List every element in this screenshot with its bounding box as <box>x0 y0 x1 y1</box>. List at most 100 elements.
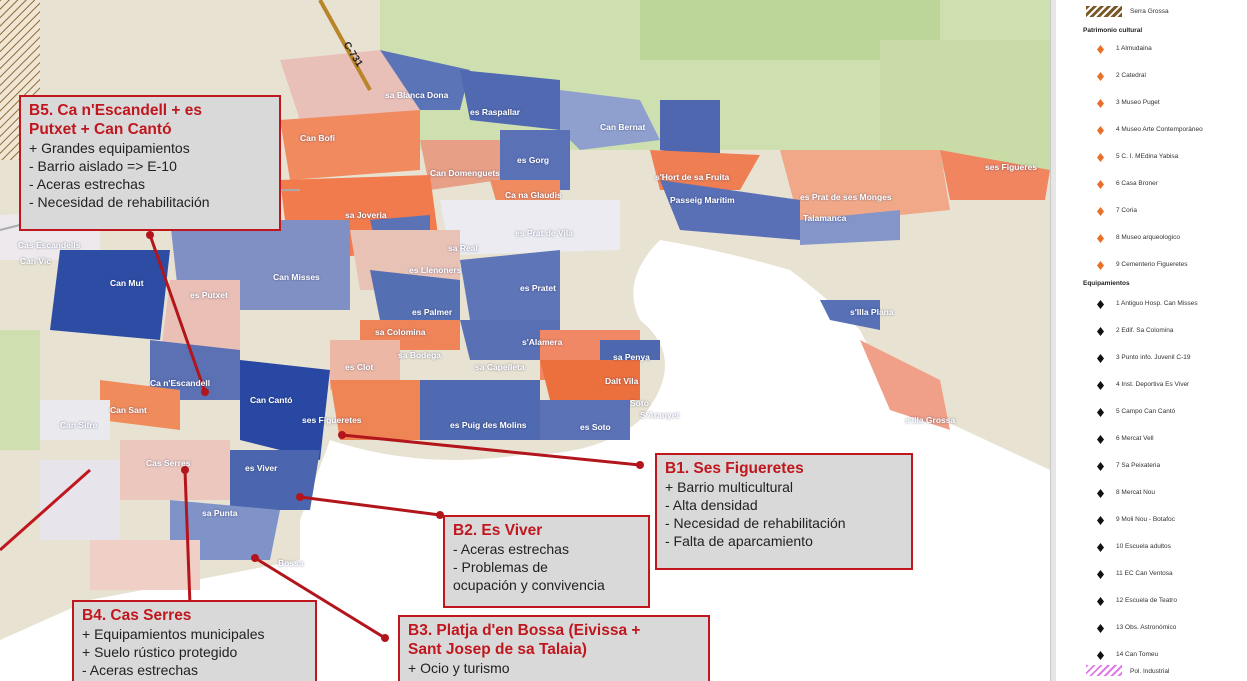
legend-item-label: 9 Cementerio Figueretes <box>1116 261 1188 268</box>
legend-item: 8 Mercat Nou <box>1056 486 1247 500</box>
legend-item: 6 Mercat Vell <box>1056 432 1247 446</box>
legend-item: 14 Can Tomeu <box>1056 648 1247 662</box>
legend-item: 8 Museo arqueologico <box>1056 231 1247 245</box>
legend-item-label: 4 Inst. Deportiva Es Viver <box>1116 381 1190 388</box>
equipamiento-marker-icon <box>1097 570 1104 579</box>
legend-item: 3 Museo Puget <box>1056 96 1247 110</box>
patrimonio-marker-icon <box>1097 180 1104 189</box>
legend-item: 12 Escuela de Teatro <box>1056 594 1247 608</box>
legend-item-label: 14 Can Tomeu <box>1116 651 1159 658</box>
equipamiento-marker-icon <box>1097 435 1104 444</box>
legend-item-label: 8 Mercat Nou <box>1116 489 1156 496</box>
legend-item-label: 3 Punto info. Juvenil C-19 <box>1116 354 1191 361</box>
legend-item: 10 Escuela adultos <box>1056 540 1247 554</box>
legend-item-label: 3 Museo Puget <box>1116 99 1160 106</box>
legend-panel: Serra Grossa Patrimonio cultural 1 Almud… <box>1056 0 1247 681</box>
callout-b3-title-2: Sant Josep de sa Talaia) <box>408 641 587 658</box>
equipamiento-marker-icon <box>1097 489 1104 498</box>
legend-item-label: 2 Edif. Sa Colomina <box>1116 327 1174 334</box>
legend-item: 6 Casa Broner <box>1056 177 1247 191</box>
legend-item-label: 6 Casa Broner <box>1116 180 1158 187</box>
legend-item: 5 C. I. MEdina Yabisa <box>1056 150 1247 164</box>
callout-b4-title: B4. Cas Serres <box>82 607 192 624</box>
legend-item: 13 Obs. Astronómico <box>1056 621 1247 635</box>
equipamiento-marker-icon <box>1097 597 1104 606</box>
equipamiento-marker-icon <box>1097 543 1104 552</box>
legend-item: 1 Antiguo Hosp. Can Misses <box>1056 297 1247 311</box>
pol-industrial-swatch <box>1086 665 1122 676</box>
patrimonio-marker-icon <box>1097 153 1104 162</box>
callout-b3-title-1: B3. Platja d'en Bossa (Eivissa + <box>408 622 641 639</box>
callout-b5-item: - Necesidad de rehabilitación <box>29 194 210 210</box>
callout-b4-item: + Equipamientos municipales <box>82 626 265 642</box>
legend-item-label: 7 Coria <box>1116 207 1137 214</box>
legend-item: 7 Sa Peixateria <box>1056 459 1247 473</box>
callout-b5-item: + Grandes equipamientos <box>29 140 190 156</box>
serra-grossa-swatch <box>1086 6 1122 17</box>
legend-item: 5 Campo Can Cantó <box>1056 405 1247 419</box>
legend-item-label: 10 Escuela adultos <box>1116 543 1171 550</box>
patrimonio-marker-icon <box>1097 45 1104 54</box>
equipamiento-marker-icon <box>1097 408 1104 417</box>
legend-bottom-item: Pol. Industrial <box>1130 668 1170 675</box>
equipamiento-marker-icon <box>1097 516 1104 525</box>
panel-divider[interactable] <box>1050 0 1056 681</box>
basemap <box>0 0 1050 681</box>
equipamiento-marker-icon <box>1097 354 1104 363</box>
legend-item-label: 4 Museo Arte Contemporáneo <box>1116 126 1203 133</box>
legend-item: 4 Inst. Deportiva Es Viver <box>1056 378 1247 392</box>
equipamiento-marker-icon <box>1097 327 1104 336</box>
callout-b4: B4. Cas Serres + Equipamientos municipal… <box>72 600 317 681</box>
callout-b2-item: - Problemas de <box>453 559 548 575</box>
callout-b5-item: - Barrio aislado => E-10 <box>29 158 177 174</box>
callout-b2-item: ocupación y convivencia <box>453 577 605 593</box>
patrimonio-marker-icon <box>1097 72 1104 81</box>
callout-b5-title-2: Putxet + Can Cantó <box>29 121 172 138</box>
callout-b1-item: - Falta de aparcamiento <box>665 533 813 549</box>
legend-item: 2 Catedral <box>1056 69 1247 83</box>
legend-item-label: 1 Antiguo Hosp. Can Misses <box>1116 300 1198 307</box>
callout-b2-item: - Aceras estrechas <box>453 541 569 557</box>
callout-b3: B3. Platja d'en Bossa (Eivissa + Sant Jo… <box>398 615 710 681</box>
callout-b1-title: B1. Ses Figueretes <box>665 460 804 477</box>
callout-b1-item: - Alta densidad <box>665 497 758 513</box>
legend-item-label: 6 Mercat Vell <box>1116 435 1154 442</box>
legend-top-item: Serra Grossa <box>1130 8 1169 15</box>
legend-item-label: 1 Almudaina <box>1116 45 1152 52</box>
patrimonio-marker-icon <box>1097 234 1104 243</box>
legend-item-label: 12 Escuela de Teatro <box>1116 597 1177 604</box>
legend-item: 9 Cementerio Figueretes <box>1056 258 1247 272</box>
legend-equipamientos-header: Equipamientos <box>1083 280 1130 287</box>
legend-item: 7 Coria <box>1056 204 1247 218</box>
equipamiento-marker-icon <box>1097 651 1104 660</box>
callout-b5: B5. Ca n'Escandell + es Putxet + Can Can… <box>19 95 281 231</box>
callout-b3-item: + Ocio y turismo <box>408 660 510 676</box>
legend-item: 2 Edif. Sa Colomina <box>1056 324 1247 338</box>
equipamiento-marker-icon <box>1097 381 1104 390</box>
patrimonio-marker-icon <box>1097 207 1104 216</box>
callout-leaders <box>148 234 641 640</box>
legend-item-label: 5 Campo Can Cantó <box>1116 408 1176 415</box>
legend-item: 1 Almudaina <box>1056 42 1247 56</box>
callout-b1: B1. Ses Figueretes + Barrio multicultura… <box>655 453 913 570</box>
patrimonio-marker-icon <box>1097 126 1104 135</box>
legend-item-label: 7 Sa Peixateria <box>1116 462 1161 469</box>
legend-item: 3 Punto info. Juvenil C-19 <box>1056 351 1247 365</box>
legend-item-label: 5 C. I. MEdina Yabisa <box>1116 153 1179 160</box>
legend-item: 11 EC Can Ventosa <box>1056 567 1247 581</box>
callout-b4-item: + Suelo rústico protegido <box>82 644 238 660</box>
equipamiento-marker-icon <box>1097 462 1104 471</box>
equipamiento-marker-icon <box>1097 624 1104 633</box>
patrimonio-marker-icon <box>1097 99 1104 108</box>
legend-item-label: 11 EC Can Ventosa <box>1116 570 1173 577</box>
legend-item-label: 13 Obs. Astronómico <box>1116 624 1177 631</box>
callout-b1-item: - Necesidad de rehabilitación <box>665 515 846 531</box>
callout-b1-item: + Barrio multicultural <box>665 479 793 495</box>
patrimonio-marker-icon <box>1097 261 1104 270</box>
legend-item-label: 8 Museo arqueologico <box>1116 234 1180 241</box>
legend-item-label: 2 Catedral <box>1116 72 1146 79</box>
callout-b2: B2. Es Viver - Aceras estrechas - Proble… <box>443 515 650 608</box>
callout-b5-title-1: B5. Ca n'Escandell + es <box>29 102 202 119</box>
legend-item: 9 Moli Nou - Botafoc <box>1056 513 1247 527</box>
